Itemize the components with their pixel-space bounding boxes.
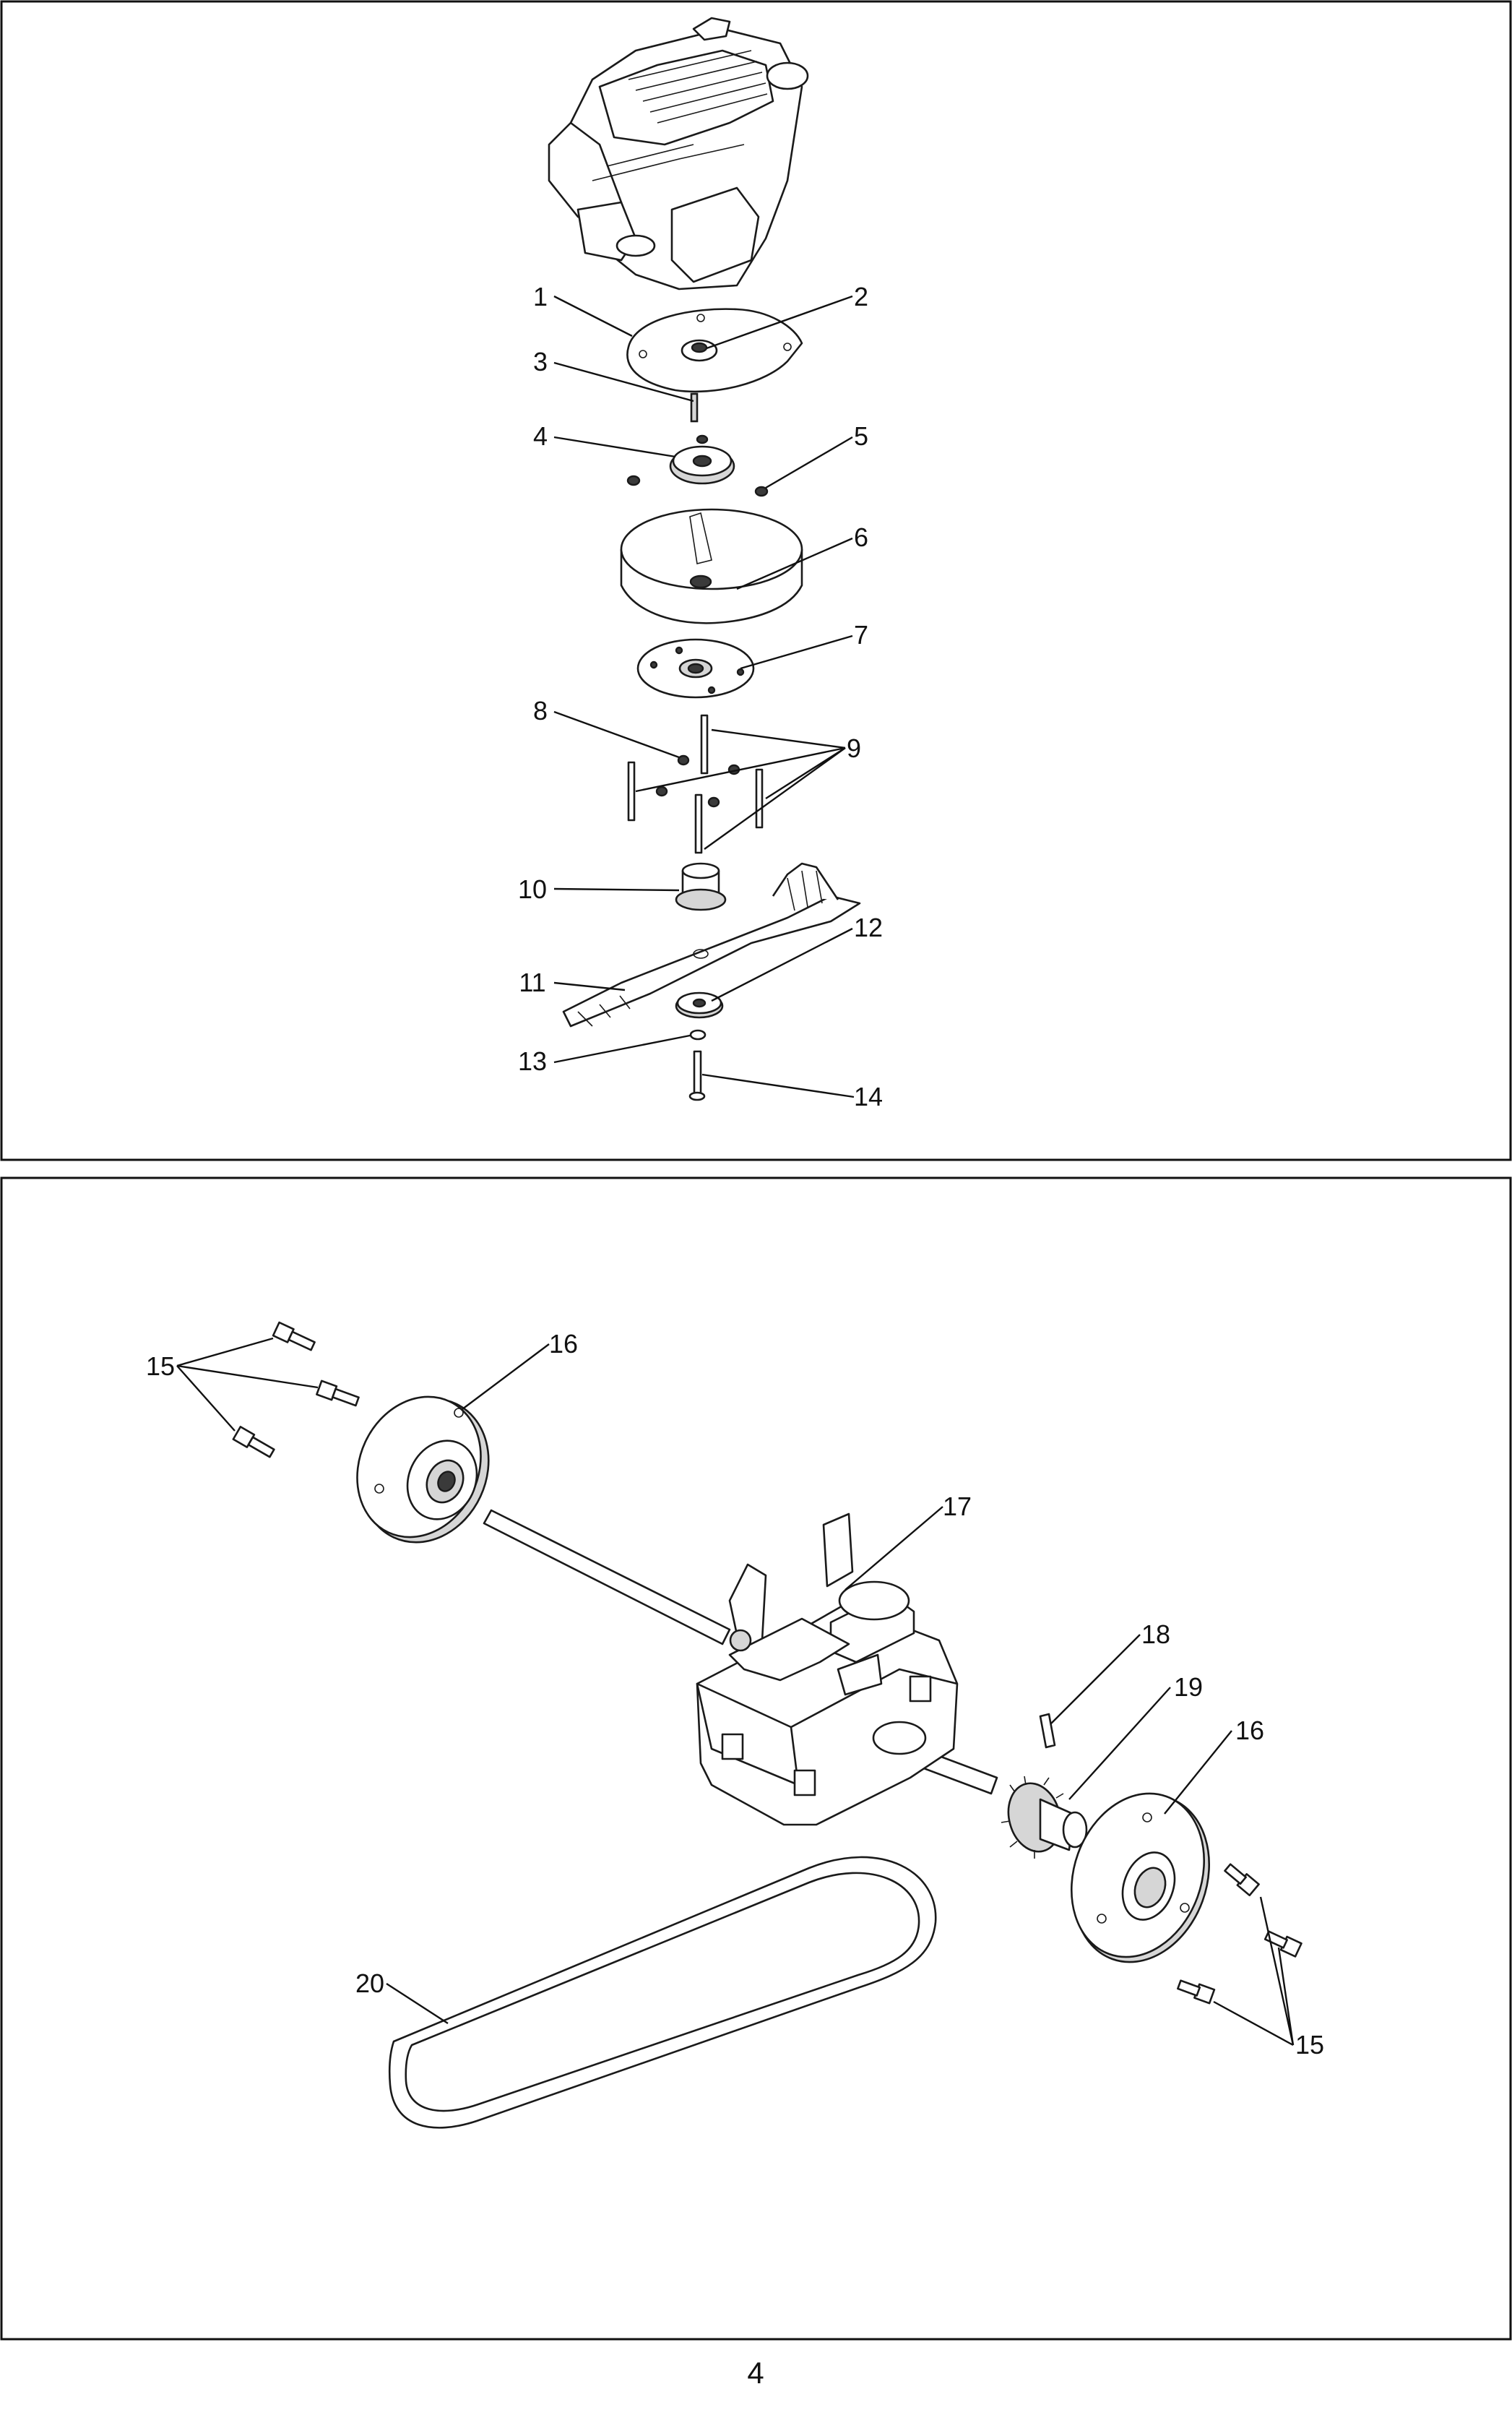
bottom-panel-frame [0,1176,1512,2341]
part-12-washer [675,991,724,1019]
callout-16-right: 16 [1235,1716,1264,1745]
part-5-nut-right [754,486,769,497]
part-11-blade [562,862,861,1028]
part-4-pulley [669,434,735,485]
callout-6: 6 [854,522,868,552]
part-13-lock-washer [689,1029,707,1041]
part-18-pin [1039,1713,1056,1749]
callout-14: 14 [854,1082,883,1111]
callout-15-left: 15 [146,1351,175,1381]
callout-15-right: 15 [1295,2030,1324,2060]
callout-16-left: 16 [549,1329,578,1359]
callout-18: 18 [1141,1619,1170,1649]
callout-5: 5 [854,421,868,451]
callout-11: 11 [519,968,545,997]
callout-8: 8 [533,696,548,726]
callout-2: 2 [854,282,868,311]
bottom-callout-leaders [176,1337,1295,2047]
part-7-flange [636,638,755,699]
part-10-adapter [675,862,727,911]
callout-13: 13 [518,1046,547,1076]
callout-7: 7 [854,620,868,650]
part-15-bolts-left [232,1321,360,1458]
engine-drawing [548,17,809,291]
part-20-belt [388,1856,937,2129]
part-2-spacer [681,339,718,362]
callout-4: 4 [533,421,548,451]
part-16-hub-right [1070,1792,1211,1963]
callout-10: 10 [518,874,547,904]
part-6-housing [620,508,803,624]
part-19-sprocket [1001,1776,1088,1859]
part-16-hub-left [356,1395,490,1544]
part-3-key [690,392,699,423]
page-number: 4 [747,2356,764,2390]
top-callout-leaders [553,295,855,1098]
callout-9: 9 [847,733,861,763]
callout-17: 17 [943,1492,972,1521]
part-8-nuts [655,754,740,808]
part-9-bolts [627,714,764,854]
callout-19: 19 [1174,1672,1203,1702]
callout-3: 3 [533,347,548,376]
part-17-gearbox [696,1512,959,1826]
part-14-blade-bolt [688,1050,706,1101]
callout-1: 1 [533,282,548,311]
part-15-bolts-right [1177,1863,1303,2005]
callout-20: 20 [355,1968,384,1998]
top-panel-frame [0,0,1512,1161]
callout-12: 12 [854,913,883,942]
part-5-nut-left [626,475,641,486]
